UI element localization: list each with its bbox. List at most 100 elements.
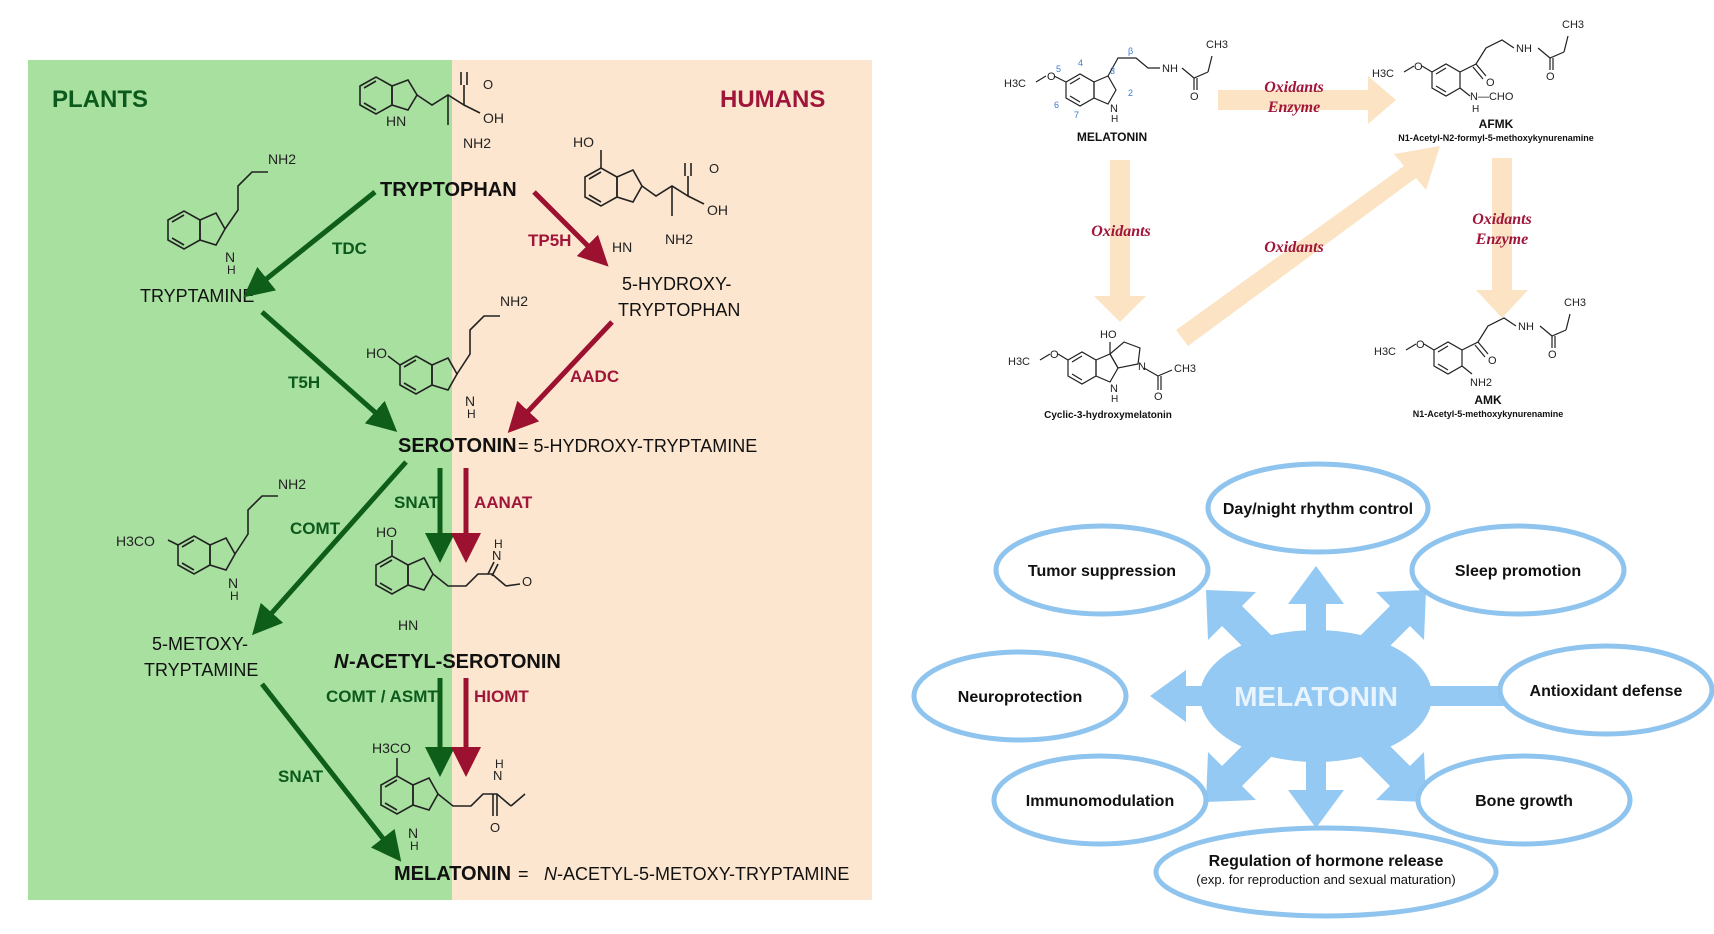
metab-melatonin-nh-atom: NH <box>1162 63 1178 75</box>
melatonin-suffix-eq: = <box>518 864 529 884</box>
melatonin-suffix: -ACETYL-5-METOXY-TRYPTAMINE <box>557 864 849 884</box>
afmk-ch3-atom: CH3 <box>1562 19 1584 31</box>
function-tumor: Tumor suppression <box>1028 563 1176 580</box>
serotonin-ho-atom: HO <box>366 345 387 361</box>
metab-melatonin-carbonyl-o-atom: O <box>1190 91 1199 103</box>
center-ellipse <box>1200 630 1432 762</box>
melatonin-h-atom: H <box>495 757 504 771</box>
cyclic-carbonyl-o-atom: O <box>1154 391 1163 403</box>
afmk-h-atom: H <box>1472 104 1479 115</box>
arrow-hydroxytryptophan-to-serotonin <box>507 320 614 433</box>
metab-melatonin-ch3-atom: CH3 <box>1206 39 1228 51</box>
enzyme-comt: COMT <box>290 519 341 538</box>
n-acetyl-serotonin-ho-atom: HO <box>376 524 397 540</box>
melatonin-ring-n-atom: N <box>408 825 418 841</box>
atom-number-7: 7 <box>1074 110 1079 120</box>
arrow-tryptophan-to-tryptamine <box>243 190 377 298</box>
amk-ch3-atom: CH3 <box>1564 297 1586 309</box>
enzyme-t5h: T5H <box>288 373 320 392</box>
metoxytryptamine-structure <box>167 495 278 575</box>
hydroxytryptophan-nh2-atom: NH2 <box>665 231 693 247</box>
metabolism-panel: Oxidants Enzyme Oxidants Oxidants Oxidan… <box>1004 19 1594 421</box>
hydroxytryptophan-hn-atom: HN <box>612 239 632 255</box>
metoxytryptamine-label-2: TRYPTAMINE <box>144 660 258 680</box>
arrow-diagonal-label: Oxidants <box>1264 239 1324 256</box>
metoxytryptamine-h-atom: H <box>230 589 239 603</box>
metab-melatonin-o-atom: O <box>1047 71 1056 83</box>
arrow-right-label-1: Oxidants <box>1472 211 1532 228</box>
ellipse-bone <box>1415 753 1633 847</box>
afmk-h3c-atom: H3C <box>1372 68 1394 80</box>
atom-number-6: 6 <box>1054 100 1059 110</box>
center-label: MELATONIN <box>1234 681 1398 712</box>
metoxytryptamine-nh2-atom: NH2 <box>278 476 306 492</box>
melatonin-structure <box>380 758 526 816</box>
metoxytryptamine-h3co-atom: H3CO <box>116 533 155 549</box>
serotonin-label: SEROTONIN <box>398 435 517 457</box>
function-antioxidant: Antioxidant defense <box>1530 683 1683 700</box>
tryptophan-nh2-atom: NH2 <box>463 135 491 151</box>
hydroxytryptophan-o-atom: O <box>709 161 719 176</box>
arrow-top-label-2: Enzyme <box>1267 99 1320 116</box>
tryptophan-structure <box>359 72 481 125</box>
tryptophan-o-atom: O <box>483 77 493 92</box>
serotonin-suffix: = 5-HYDROXY-TRYPTAMINE <box>518 436 757 456</box>
tryptamine-h-atom: H <box>227 263 236 277</box>
atom-number-3: 3 <box>1110 66 1115 76</box>
arrow-melatonin-to-cyclic <box>1094 160 1146 322</box>
atom-number-5: 5 <box>1056 64 1061 74</box>
arrow-cyclic-to-afmk <box>1176 146 1440 346</box>
cyclic-label: Cyclic-3-hydroxymelatonin <box>1044 410 1172 421</box>
cyclic-ring-n-atom: N <box>1110 383 1118 395</box>
hydroxytryptophan-label-2: TRYPTOPHAN <box>618 300 740 320</box>
amk-full-name: N1-Acetyl-5-methoxykynurenamine <box>1413 409 1564 419</box>
melatonin-label: MELATONIN <box>394 863 511 885</box>
pathway-arrows <box>243 190 614 862</box>
metoxytryptamine-label-1: 5-METOXY- <box>152 634 248 654</box>
atom-number-2: 2 <box>1128 88 1133 98</box>
hydroxytryptophan-label-1: 5-HYDROXY- <box>622 274 731 294</box>
serotonin-structure <box>387 315 500 395</box>
serotonin-nh2-atom: NH2 <box>500 293 528 309</box>
arrow-up <box>1288 566 1344 640</box>
arrow-top-label-1: Oxidants <box>1264 79 1324 96</box>
amk-label: AMK <box>1474 393 1502 407</box>
metab-melatonin-h-atom: H <box>1111 114 1118 125</box>
tryptamine-structure <box>167 171 268 250</box>
ellipse-antioxidant <box>1497 643 1714 737</box>
amk-structure <box>1405 313 1571 375</box>
tryptamine-n-atom: N <box>225 249 235 265</box>
melatonin-h3co-atom: H3CO <box>372 740 411 756</box>
arrow-tryptamine-to-serotonin <box>260 310 398 432</box>
enzyme-snat-2: SNAT <box>278 767 324 786</box>
tryptophan-hn-atom: HN <box>386 113 406 129</box>
serotonin-h-atom: H <box>467 407 476 421</box>
function-day-night: Day/night rhythm control <box>1223 501 1413 518</box>
arrow-metoxytryptamine-to-melatonin <box>260 682 402 862</box>
melatonin-n-atom: N <box>493 768 502 783</box>
biosynthesis-panel: PLANTS HUMANS O OH HN NH2 TRYPTOPHAN NH2… <box>28 60 872 900</box>
plants-label: PLANTS <box>52 86 148 113</box>
ellipse-hormone <box>1153 825 1499 919</box>
tryptophan-label: TRYPTOPHAN <box>380 179 517 201</box>
tryptamine-label: TRYPTAMINE <box>140 286 254 306</box>
metab-melatonin-structure <box>1035 55 1213 107</box>
enzyme-comt-asmt: COMT / ASMT <box>326 687 438 706</box>
arrow-tryptophan-to-hydroxytryptophan <box>532 190 609 267</box>
ellipse-tumor <box>993 523 1211 617</box>
hydroxytryptophan-oh-atom: OH <box>707 202 728 218</box>
metabolism-arrows <box>1094 76 1528 346</box>
amk-h3c-atom: H3C <box>1374 346 1396 358</box>
n-acetyl-serotonin-structure <box>375 540 521 595</box>
hydroxytryptophan-structure <box>584 150 705 216</box>
ellipse-neuro <box>911 649 1129 743</box>
amk-nh-atom: NH <box>1518 321 1534 333</box>
humans-background <box>452 60 872 900</box>
atom-number-4: 4 <box>1078 58 1083 68</box>
enzyme-hiomt: HIOMT <box>474 687 529 706</box>
arrow-melatonin-to-afmk <box>1218 76 1396 124</box>
cyclic-ho-atom: HO <box>1100 329 1117 341</box>
amk-carbonyl-o-atom: O <box>1548 349 1557 361</box>
n-acetyl-serotonin-label: -ACETYL-SEROTONIN <box>349 651 561 673</box>
